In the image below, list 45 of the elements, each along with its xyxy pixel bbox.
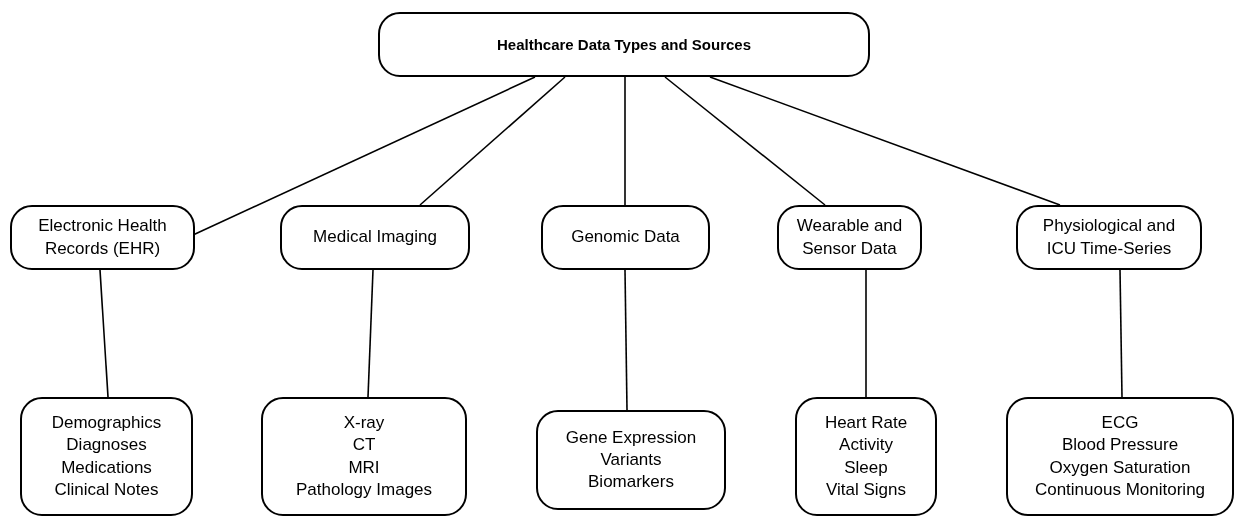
node-text: Gene Expression [564, 426, 698, 449]
node-text: Physiological and ICU Time-Series [1041, 215, 1177, 260]
node-text: Vital Signs [825, 478, 907, 501]
node-text: Demographics [50, 412, 163, 435]
connector-line [624, 269, 628, 411]
connector-line [1119, 269, 1123, 398]
connector-line [419, 76, 566, 206]
node-text: Clinical Notes [53, 478, 160, 501]
category-box [280, 205, 470, 270]
category-box [261, 397, 467, 516]
node-text: Medications [60, 456, 153, 479]
connector-line [99, 269, 109, 398]
title-box [378, 12, 870, 77]
category-box [1016, 205, 1202, 270]
connector-line [709, 76, 1061, 206]
category-box [777, 205, 922, 270]
category-box [536, 410, 726, 510]
node-text: Heart Rate [823, 412, 909, 435]
category-box [795, 397, 937, 516]
node-text: Oxygen Saturation [1048, 456, 1192, 479]
connector-line [367, 269, 374, 398]
node-text: Healthcare Data Types and Sources [496, 34, 752, 55]
node-text: CT [351, 434, 377, 457]
node-text: Variants [599, 448, 663, 471]
node-text: ECG [1100, 412, 1140, 435]
connector-line [624, 76, 626, 206]
node-text: Diagnoses [65, 434, 148, 457]
node-text: Medical Imaging [312, 226, 438, 249]
node-text: Blood Pressure [1060, 434, 1180, 457]
category-box [541, 205, 710, 270]
node-text: Activity [838, 434, 894, 457]
node-text: Electronic Health Records (EHR) [37, 215, 168, 260]
node-text: MRI [347, 456, 381, 479]
connector-line [865, 269, 867, 398]
connector-line [664, 76, 826, 206]
node-text: Wearable and Sensor Data [795, 215, 904, 260]
category-box [20, 397, 193, 516]
category-box [1006, 397, 1234, 516]
node-text: Genomic Data [570, 226, 681, 249]
node-text: Continuous Monitoring [1033, 478, 1207, 501]
category-box [10, 205, 195, 270]
node-text: X-ray [342, 412, 386, 435]
node-text: Sleep [843, 456, 889, 479]
node-text: Biomarkers [587, 471, 675, 494]
node-text: Pathology Images [294, 478, 434, 501]
